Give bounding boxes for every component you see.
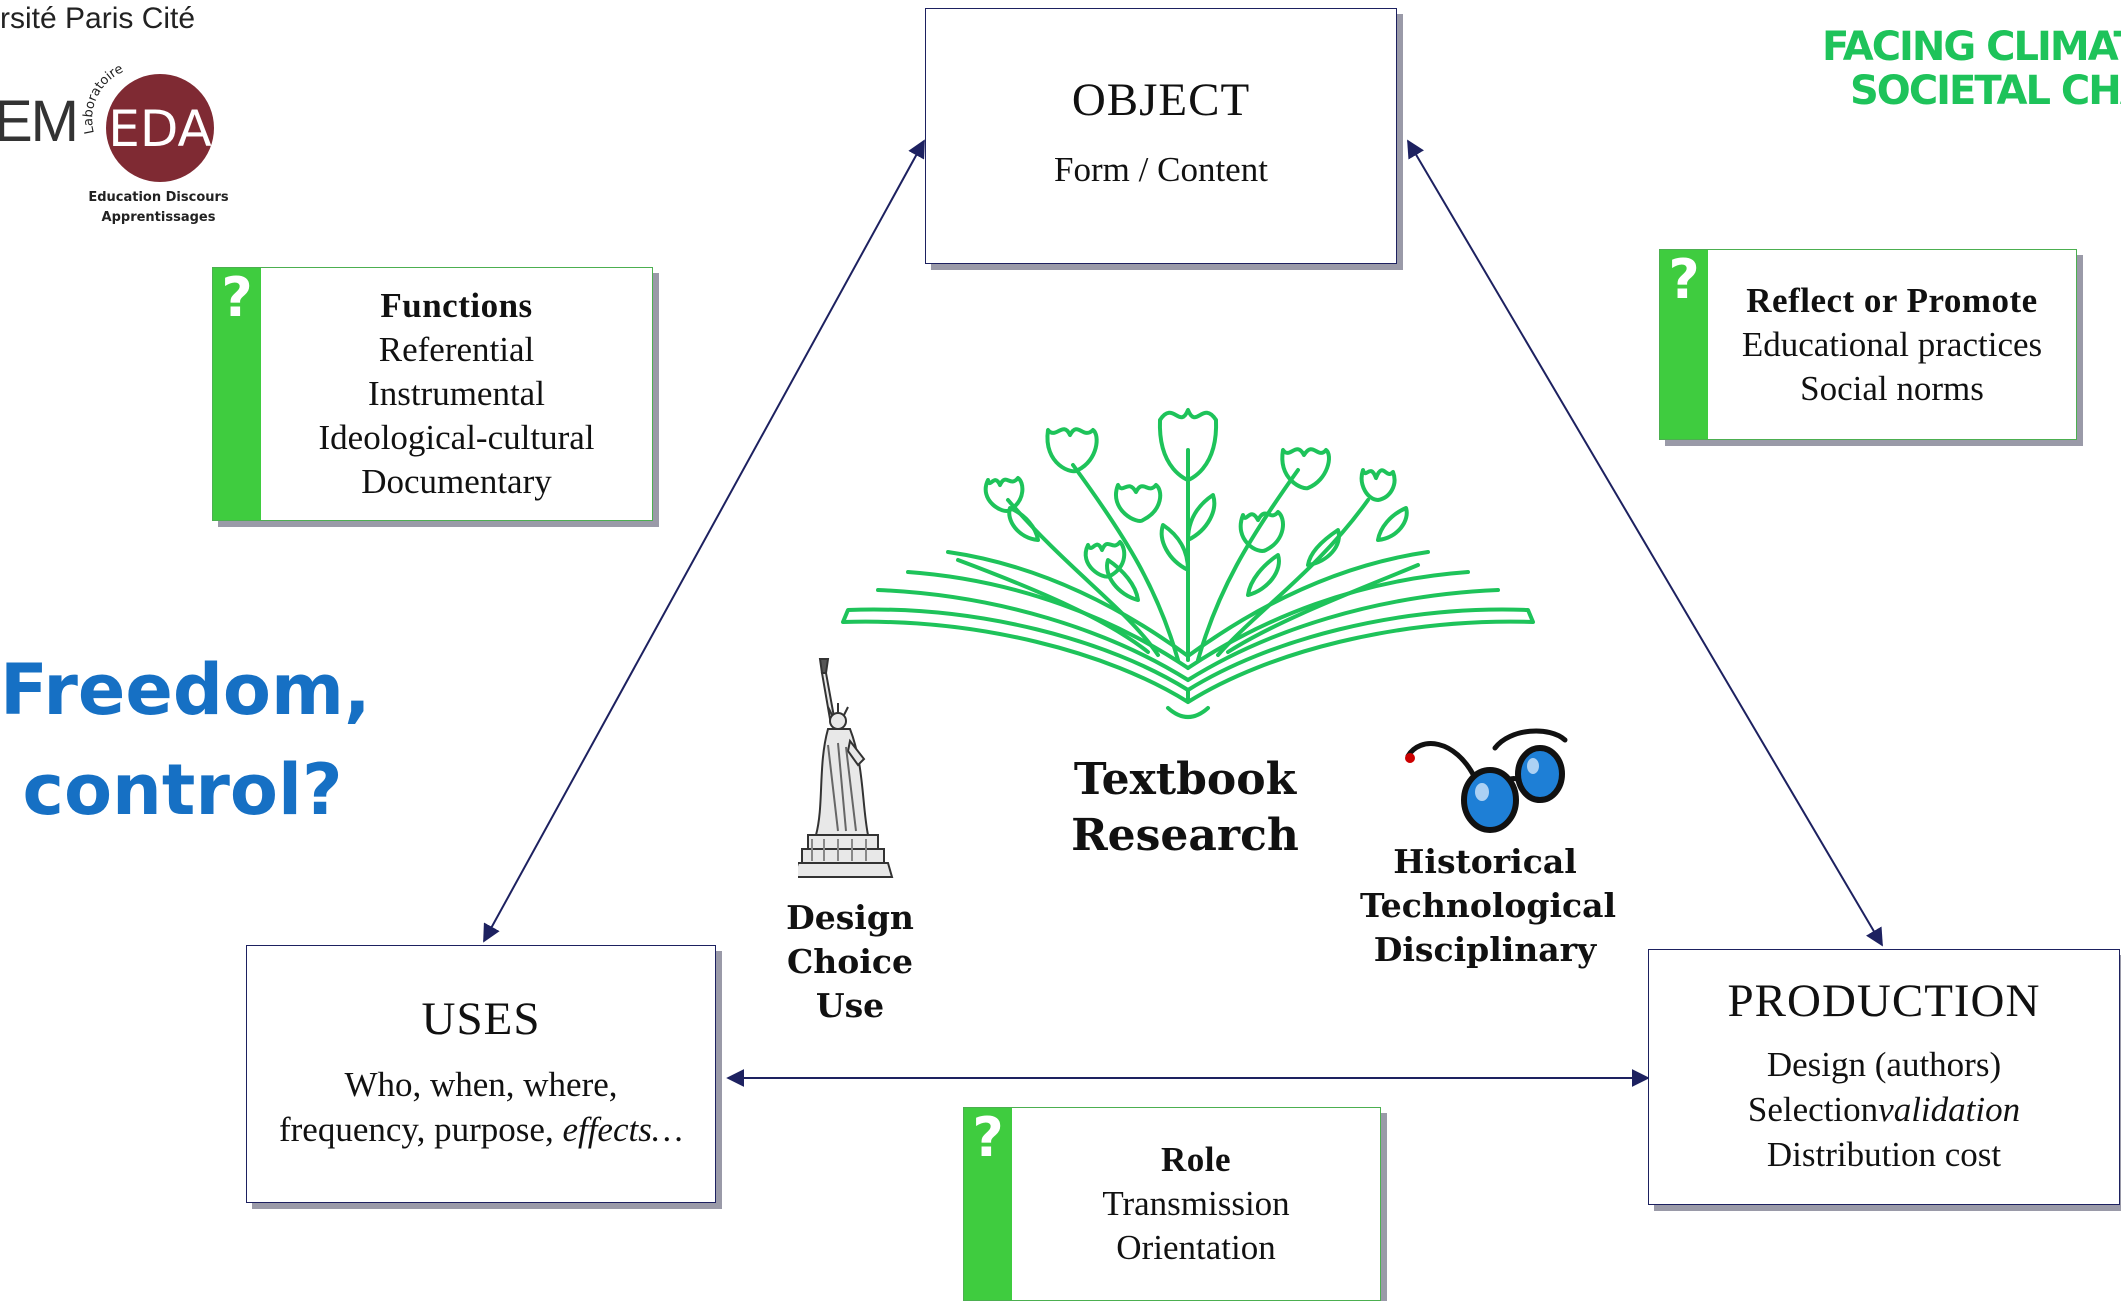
university-name: rsité Paris Cité xyxy=(0,2,196,35)
right-label: Historical xyxy=(1393,842,1577,881)
lab-badge-circle xyxy=(106,74,214,182)
left-label: Design xyxy=(786,898,914,937)
reflect-item: Social norms xyxy=(1800,368,1984,408)
center-title: Textbook Research xyxy=(1070,752,1300,864)
project-title-line-2: SOCIETAL CHA xyxy=(1850,68,2121,114)
lab-badge-text: EDA xyxy=(108,100,211,158)
role-heading: Role xyxy=(1160,1140,1232,1179)
functions-question-mark: ? xyxy=(213,268,261,520)
right-label: Disciplinary xyxy=(1373,930,1597,969)
uses-line-2-wrap: frequency, purpose, effects… xyxy=(247,1107,715,1152)
reflect-heading: Reflect or Promote xyxy=(1746,280,2038,320)
functions-heading: Functions xyxy=(380,286,533,325)
book-flowers-icon xyxy=(841,408,1535,719)
glasses-left-lens xyxy=(1461,767,1519,833)
left-labels: Design Choice Use xyxy=(770,896,930,1028)
center-title-line-2: Research xyxy=(1071,810,1299,861)
right-labels: Historical Technological Disciplinary xyxy=(1360,840,1617,972)
functions-item: Ideological-cultural xyxy=(318,418,595,457)
lab-partial-logo: EM xyxy=(0,89,79,154)
uses-line-1: Who, when, where, xyxy=(344,1065,618,1104)
reflect-box: ? Reflect or Promote Educational practic… xyxy=(1659,249,2077,440)
reflect-question-mark: ? xyxy=(1660,250,1708,439)
freedom-line-2: control? xyxy=(22,749,343,831)
project-title-line-1: FACING CLIMAT xyxy=(1822,24,2121,70)
role-box: ? Role Transmission Orientation xyxy=(963,1107,1381,1301)
role-item: Orientation xyxy=(1116,1228,1276,1267)
production-title: PRODUCTION xyxy=(1727,975,2041,1027)
production-line-2-italic: validation xyxy=(1878,1090,2021,1129)
center-title-line-1: Textbook xyxy=(1073,754,1297,805)
functions-item: Documentary xyxy=(361,462,552,501)
lab-caption-2: Apprentissages xyxy=(101,210,216,225)
production-line-1: Design (authors) xyxy=(1766,1045,2002,1084)
eda-logo: Laboratoire EDA Education Discours Appre… xyxy=(76,58,229,225)
uses-line-2: frequency, purpose, xyxy=(279,1110,554,1149)
freedom-line-1: Freedom, xyxy=(0,649,371,731)
uses-line-2-italic: effects… xyxy=(562,1110,683,1149)
functions-item: Referential xyxy=(378,330,535,369)
reflect-item: Educational practices xyxy=(1741,324,2043,364)
glasses-icon xyxy=(1405,728,1568,833)
left-label: Use xyxy=(815,986,885,1025)
left-label: Choice xyxy=(787,942,913,981)
functions-box: ? Functions Referential Instrumental Ide… xyxy=(212,267,653,521)
right-label: Technological xyxy=(1360,886,1617,925)
object-title: OBJECT xyxy=(1071,74,1251,126)
lab-caption-1: Education Discours xyxy=(88,190,229,205)
object-node: OBJECT Form / Content xyxy=(925,8,1397,264)
functions-item: Instrumental xyxy=(368,374,545,413)
production-line-2: Selection xyxy=(1747,1090,1879,1129)
production-line-2-wrap: Selectionvalidation xyxy=(1649,1087,2119,1132)
production-line-3: Distribution cost xyxy=(1766,1135,2002,1174)
glasses-right-lens xyxy=(1515,745,1565,803)
statue-of-liberty-icon xyxy=(798,658,894,878)
role-question-mark: ? xyxy=(964,1108,1012,1300)
role-item: Transmission xyxy=(1102,1184,1290,1223)
arrow-object-uses xyxy=(483,139,925,943)
object-subtitle: Form / Content xyxy=(1054,150,1268,189)
freedom-question: Freedom, control? xyxy=(0,640,371,840)
uses-node: USES Who, when, where, frequency, purpos… xyxy=(246,945,716,1203)
production-node: PRODUCTION Design (authors) Selectionval… xyxy=(1648,949,2120,1205)
uses-title: USES xyxy=(421,993,541,1045)
arrow-object-production xyxy=(1407,139,1883,947)
